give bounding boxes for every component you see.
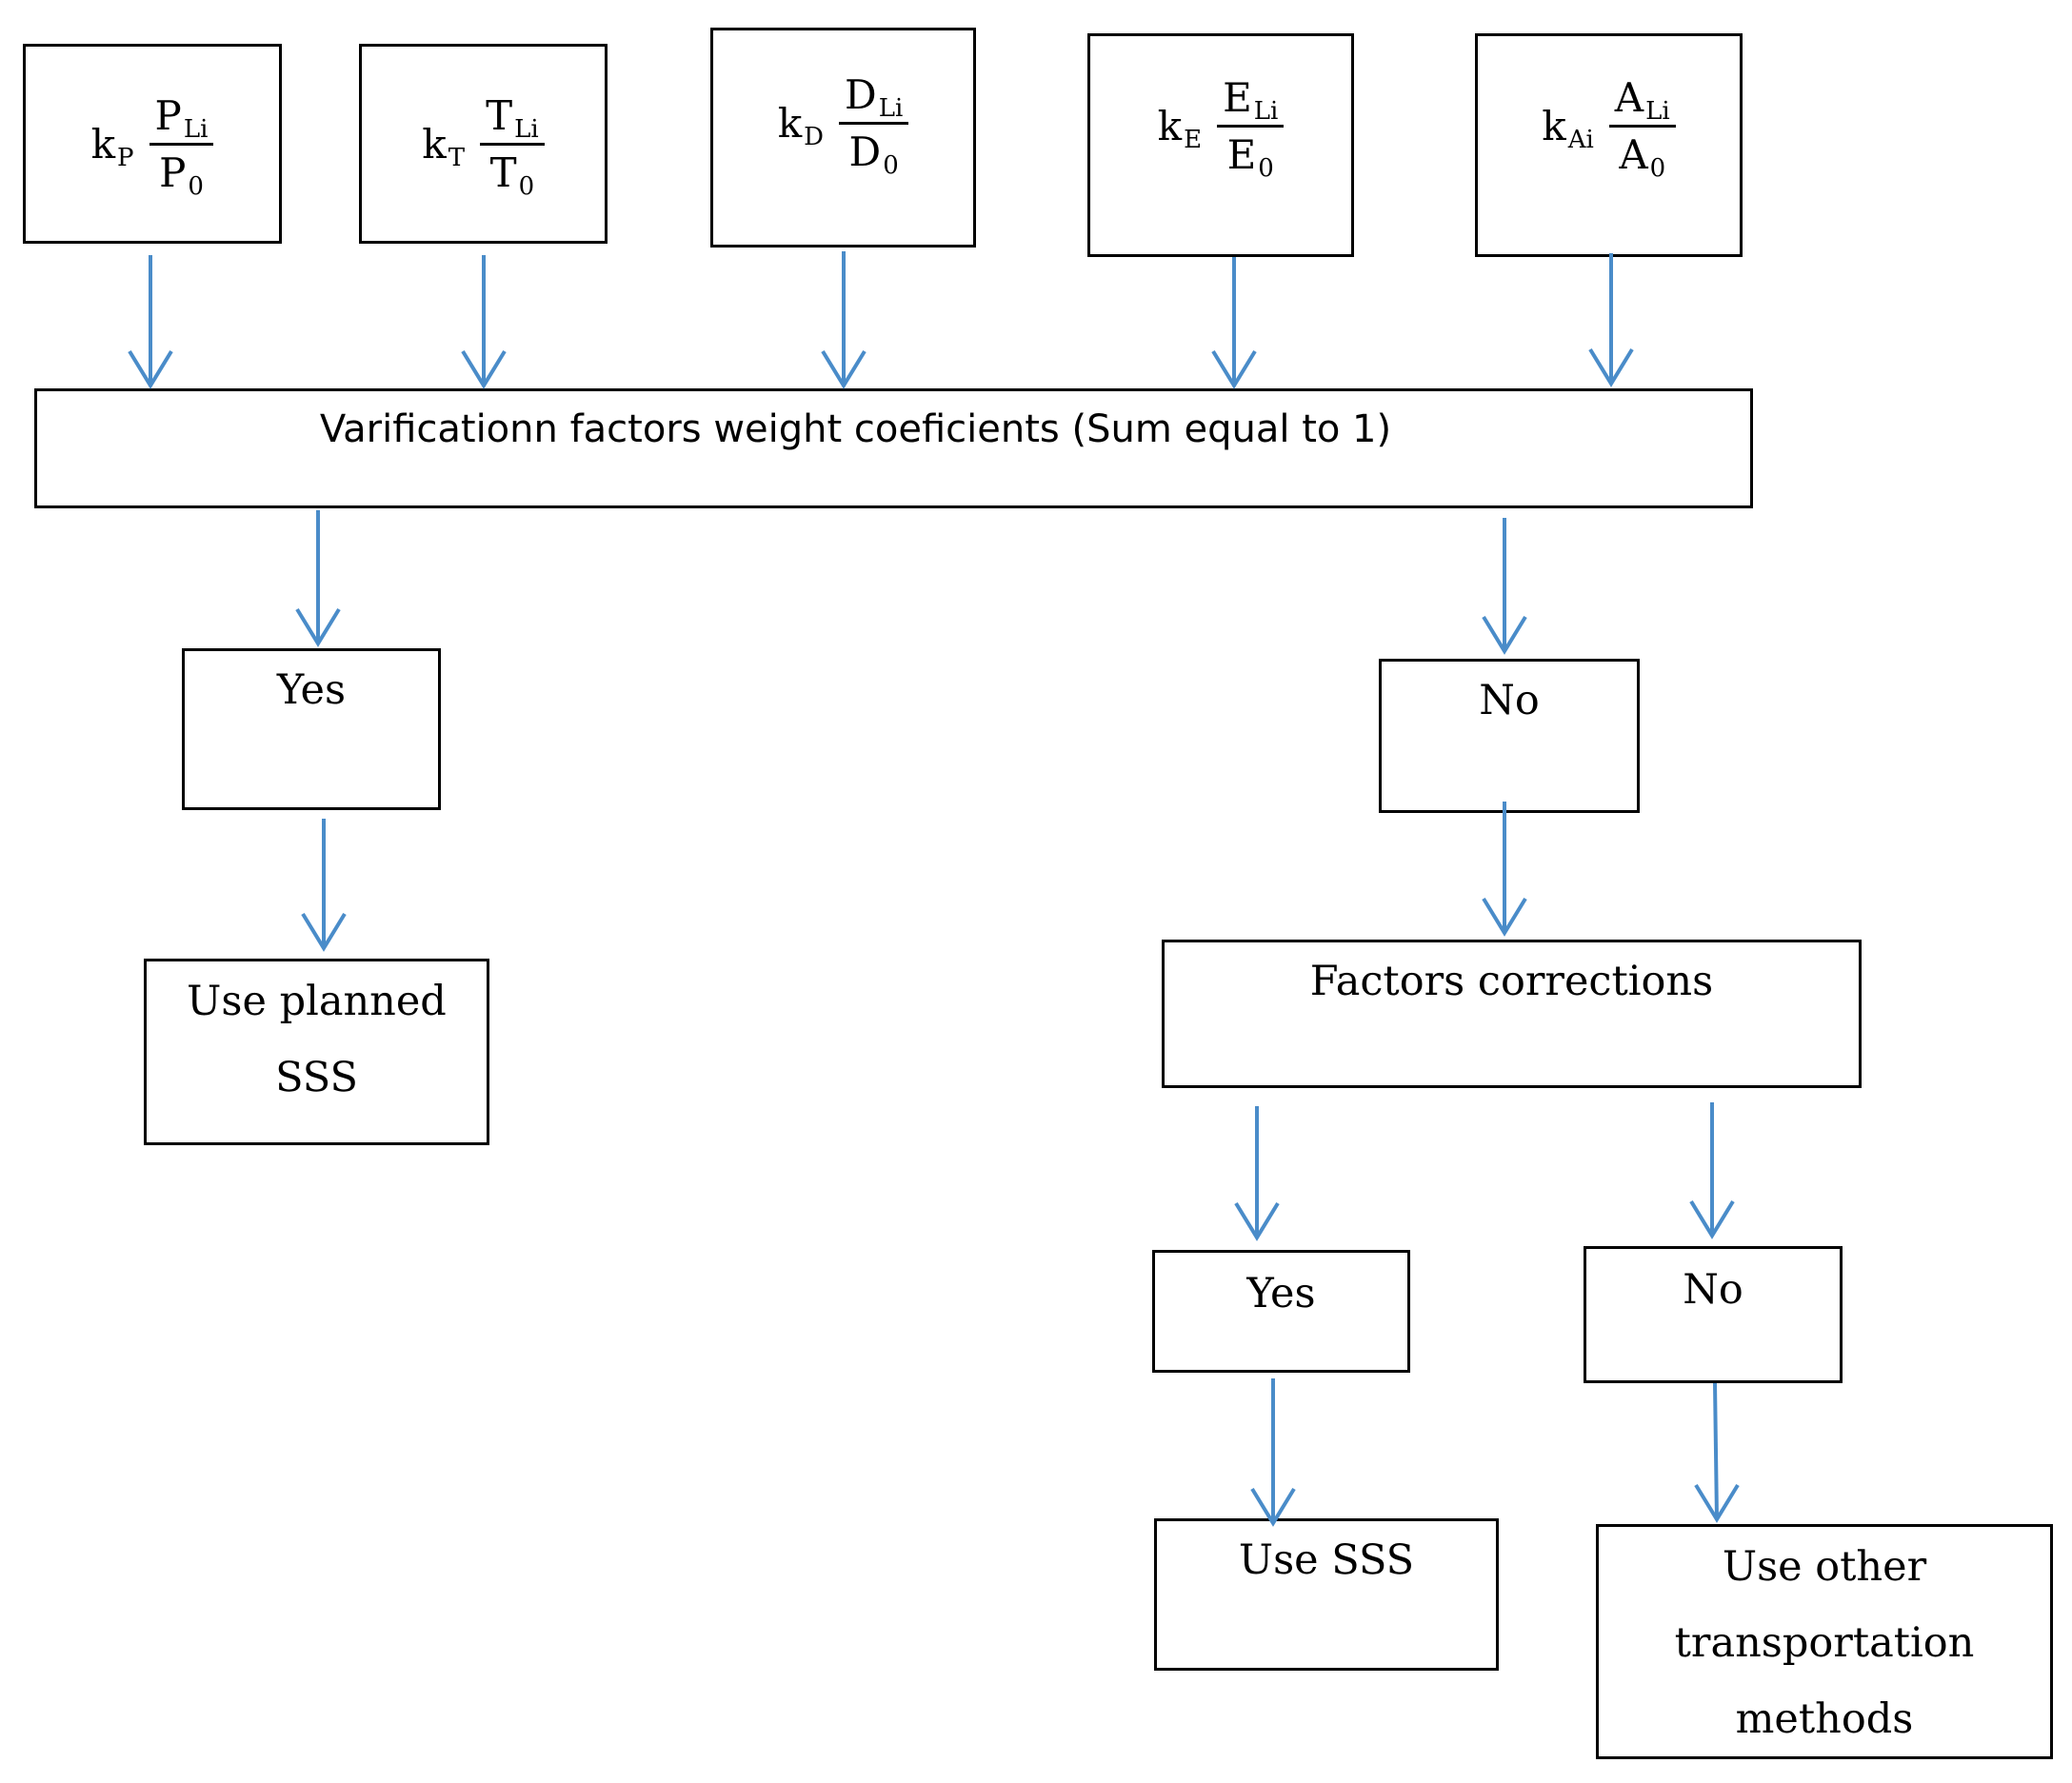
arrow-t (461, 255, 507, 389)
no-box-2: No (1584, 1246, 1843, 1383)
yes-box-2: Yes (1152, 1250, 1410, 1373)
use-other-box: Use other transportation methods (1596, 1524, 2053, 1759)
arrow-to-yes-1 (295, 510, 341, 647)
yes-box-1: Yes (182, 648, 441, 810)
arrow-to-no-1 (1482, 518, 1527, 655)
arrow-e (1211, 257, 1257, 389)
arrow-d (821, 251, 867, 389)
verification-box: Varificationn factors weight coeficients… (34, 388, 1753, 508)
yes-label-1: Yes (276, 666, 347, 714)
no-label-2: No (1683, 1266, 1743, 1314)
arrow-to-use-sss (1250, 1378, 1296, 1527)
verification-label: Varificationn factors weight coeficients… (319, 407, 1392, 451)
arrow-to-yes-2 (1234, 1106, 1280, 1241)
arrow-p (128, 255, 173, 389)
arrow-to-use-other (1694, 1382, 1740, 1523)
arrow-to-use-planned (301, 819, 347, 952)
no-box-1: No (1379, 659, 1640, 813)
arrow-to-factors-corrections (1482, 802, 1527, 937)
no-label-1: No (1479, 677, 1540, 724)
use-sss-label: Use SSS (1238, 1536, 1415, 1584)
arrow-a (1588, 253, 1634, 387)
use-sss-box: Use SSS (1154, 1518, 1499, 1671)
arrow-to-no-2 (1689, 1102, 1735, 1239)
factors-corrections-box: Factors corrections (1162, 940, 1862, 1088)
arrow-group (128, 251, 1740, 1527)
use-planned-label: Use planned SSS (187, 978, 447, 1101)
factors-corrections-label: Factors corrections (1309, 958, 1714, 1005)
use-other-label: Use other transportation methods (1674, 1543, 1975, 1743)
use-planned-box: Use planned SSS (144, 959, 489, 1145)
yes-label-2: Yes (1246, 1270, 1316, 1317)
